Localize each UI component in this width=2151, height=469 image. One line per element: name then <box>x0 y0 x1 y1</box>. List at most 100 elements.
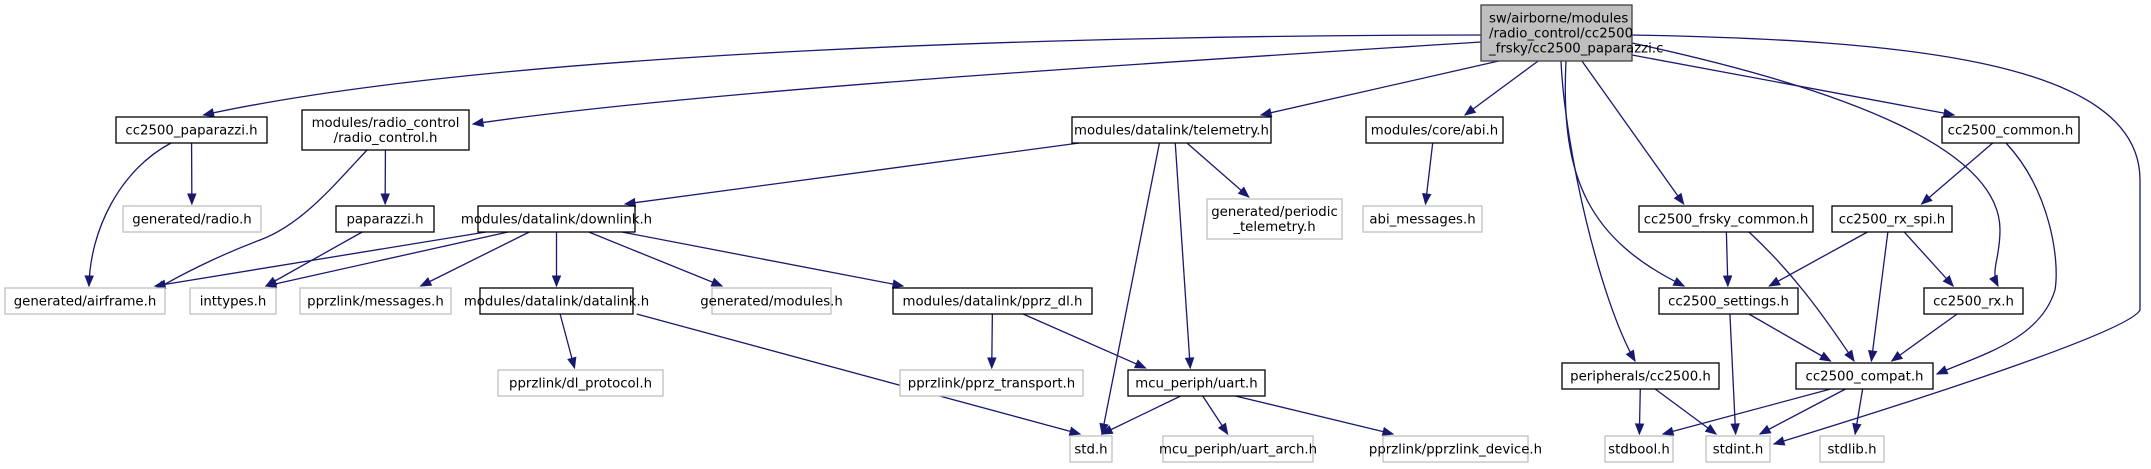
node-cc2500-frsky-common-h[interactable]: cc2500_frsky_common.h <box>1638 205 1814 233</box>
node-stdint-h: stdint.h <box>1705 435 1771 463</box>
node-paparazzi-h[interactable]: paparazzi.h <box>335 205 435 233</box>
node-label: pprzlink/dl_protocol.h <box>509 377 652 392</box>
edge-line <box>1464 60 1539 116</box>
node-cc2500-common-h[interactable]: cc2500_common.h <box>1941 116 2080 144</box>
arrowhead-icon <box>1722 275 1733 288</box>
edge-abi_h-to-abi_messages_h <box>1422 142 1434 206</box>
arrowhead-icon <box>1133 359 1147 369</box>
edge-line <box>1748 313 1831 362</box>
node-label: std.h <box>1074 443 1107 458</box>
node-pprz-transport-h: pprzlink/pprz_transport.h <box>899 369 1084 397</box>
edge-line <box>1870 231 1889 362</box>
arrowhead-icon <box>202 108 215 118</box>
arrowhead-icon <box>1634 423 1645 436</box>
node-downlink-h[interactable]: modules/datalink/downlink.h <box>461 205 652 233</box>
node-box <box>1705 435 1771 463</box>
node-label: stdint.h <box>1713 443 1764 458</box>
edge-line <box>1769 231 1868 287</box>
node-label: generated/radio.h <box>132 213 251 228</box>
node-box <box>1162 435 1314 463</box>
edge-cc2500_settings_h-to-cc2500_compat_h <box>1748 313 1832 362</box>
node-box <box>1638 205 1814 233</box>
edge-cc2500_compat_h-to-stdint_h <box>1758 388 1846 435</box>
arrowhead-icon <box>623 197 637 208</box>
edge-line <box>1936 142 2057 375</box>
node-label: modules/datalink/datalink.h <box>464 295 649 310</box>
node-box <box>892 287 1093 315</box>
node-cc2500-compat-h[interactable]: cc2500_compat.h <box>1795 362 1934 390</box>
node-box <box>1795 362 1934 390</box>
arrowhead-icon <box>419 277 433 287</box>
edge-cc2500_common_h-to-cc2500_rx_spi_h <box>1920 142 1994 205</box>
node-cc2500-paparazzi-h[interactable]: cc2500_paparazzi.h <box>115 116 268 144</box>
arrowhead-icon <box>710 277 724 287</box>
edge-line <box>1759 388 1846 435</box>
edge-line <box>1903 231 1954 287</box>
edge-line <box>265 231 509 287</box>
edge-radio_control_h-to-paparazzi_h <box>380 149 390 206</box>
node-box <box>899 369 1084 397</box>
node-box <box>1382 435 1529 463</box>
node-box <box>301 109 470 151</box>
arrowhead-icon <box>1704 423 1718 435</box>
node-cc2500-rx-spi-h[interactable]: cc2500_rx_spi.h <box>1831 205 1953 233</box>
arrowhead-icon <box>1259 108 1273 118</box>
edge-line <box>636 313 1081 435</box>
node-label: modules/radio_control <box>312 116 460 131</box>
node-label: modules/core/abi.h <box>1371 124 1498 139</box>
node-root[interactable]: sw/airborne/modules/radio_control/cc2500… <box>1480 4 1663 62</box>
node-generated-radio-h: generated/radio.h <box>122 205 262 233</box>
arrowhead-icon <box>1942 108 1956 118</box>
arrowhead-icon <box>380 193 390 206</box>
edge-line <box>420 231 530 287</box>
edge-cc2500_rx_spi_h-to-cc2500_settings_h <box>1768 231 1868 287</box>
node-pprz-dl-h[interactable]: modules/datalink/pprz_dl.h <box>892 287 1093 315</box>
arrowhead-icon <box>1217 422 1229 436</box>
node-box <box>1561 362 1720 390</box>
arrowhead-icon <box>1819 351 1832 362</box>
edge-line <box>1581 60 1685 205</box>
arrowhead-icon <box>84 275 94 288</box>
arrowhead-icon <box>1772 436 1786 446</box>
node-abi-h[interactable]: modules/core/abi.h <box>1365 116 1504 144</box>
arrowhead-icon <box>1989 274 1999 288</box>
edge-line <box>1921 142 1994 205</box>
node-cc2500-settings-h[interactable]: cc2500_settings.h <box>1658 287 1799 315</box>
node-telemetry-h[interactable]: modules/datalink/telemetry.h <box>1071 116 1272 144</box>
edge-downlink_h-to-pprz_dl_h <box>621 231 905 289</box>
arrowhead-icon <box>987 357 997 370</box>
node-box <box>1206 198 1343 240</box>
node-label: mcu_periph/uart.h <box>1135 377 1257 392</box>
edge-root-to-cc2500_frsky_common_h <box>1581 60 1685 206</box>
node-datalink-h[interactable]: modules/datalink/datalink.h <box>464 287 649 315</box>
node-box <box>189 287 277 315</box>
edge-cc2500_compat_h-to-stdlib_h <box>1852 388 1864 436</box>
node-label: cc2500_paparazzi.h <box>125 124 257 139</box>
arrowhead-icon <box>153 279 167 289</box>
node-radio-control-h[interactable]: modules/radio_control/radio_control.h <box>301 109 470 151</box>
edge-line <box>1174 142 1191 369</box>
node-peripherals-cc2500-h[interactable]: peripherals/cc2500.h <box>1561 362 1720 390</box>
node-box <box>299 287 452 315</box>
node-box <box>1365 116 1504 144</box>
edge-uart_h-to-uart_arch_h <box>1202 395 1229 436</box>
edge-datalink_h-to-std_h <box>636 313 1082 436</box>
node-label: modules/datalink/downlink.h <box>461 213 652 228</box>
edge-telemetry_h-to-downlink_h <box>623 142 1080 208</box>
node-uart-h[interactable]: mcu_periph/uart.h <box>1127 369 1266 397</box>
node-generated-modules-h: generated/modules.h <box>700 287 843 315</box>
edge-line <box>1260 60 1499 116</box>
node-label: paparazzi.h <box>346 213 423 228</box>
nodes-layer: sw/airborne/modules/radio_control/cc2500… <box>4 4 2080 463</box>
node-box <box>1362 205 1483 233</box>
node-cc2500-rx-h[interactable]: cc2500_rx.h <box>1923 287 2024 315</box>
edge-cc2500_rx_spi_h-to-cc2500_compat_h <box>1868 231 1889 363</box>
edge-line <box>265 231 363 287</box>
edge-line <box>203 34 1482 116</box>
node-std-h: std.h <box>1069 435 1113 463</box>
node-label: /radio_control/cc2500 <box>1489 27 1633 42</box>
arrowhead-icon <box>1852 422 1862 436</box>
arrowhead-icon <box>1625 349 1636 363</box>
node-label: modules/datalink/pprz_dl.h <box>903 295 1083 310</box>
